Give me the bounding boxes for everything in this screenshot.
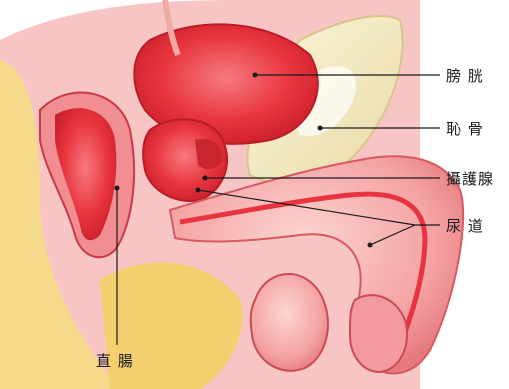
bladder-label: 膀 胱: [446, 65, 484, 86]
prostate-label: 攝護腺: [446, 168, 494, 189]
urethra-label: 尿 道: [446, 215, 484, 236]
testis-shape: [251, 274, 328, 371]
rectum-label: 直 腸: [96, 350, 134, 371]
pubic-bone-label: 恥 骨: [446, 118, 484, 139]
